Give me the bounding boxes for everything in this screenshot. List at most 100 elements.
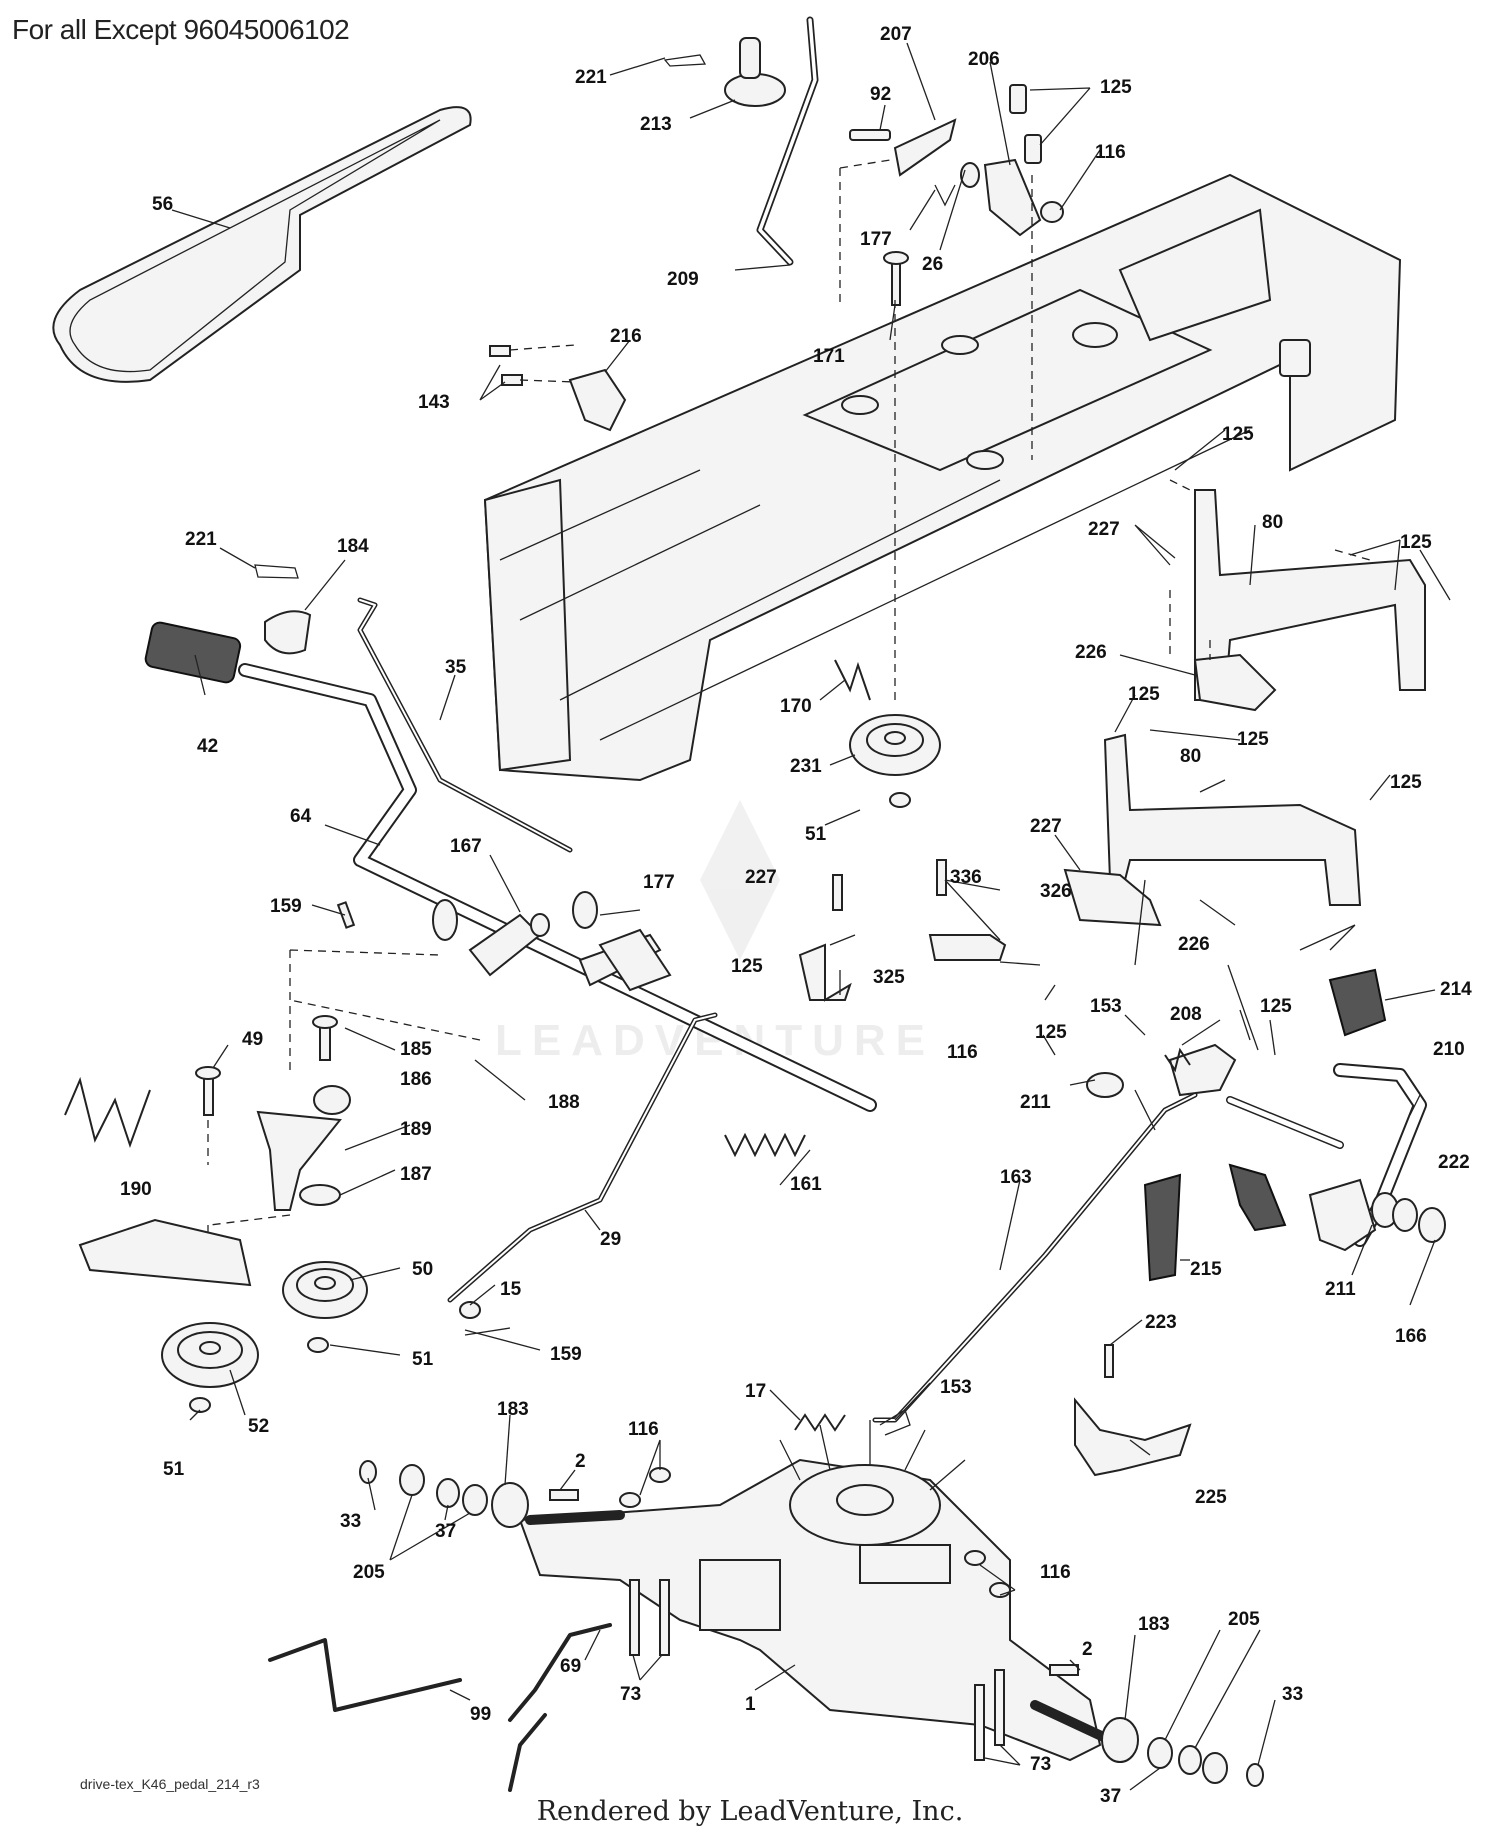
callout-125-d: 125 (1128, 684, 1160, 705)
callout-216: 216 (610, 326, 642, 347)
callout-170: 170 (780, 696, 812, 717)
frame-front-bracket (483, 478, 572, 772)
control-bracket-188 (432, 891, 672, 992)
callout-125-h: 125 (1260, 996, 1292, 1017)
callout-209: 209 (667, 269, 699, 290)
callout-92: 92 (870, 84, 891, 105)
callout-159: 159 (270, 896, 302, 917)
diagram-header-title: For all Except 96045006102 (12, 14, 350, 45)
callout-2-b: 2 (1082, 1639, 1093, 1660)
callout-116-b: 116 (947, 1042, 978, 1063)
callout-1: 1 (745, 1694, 756, 1715)
callout-207: 207 (880, 24, 912, 45)
bracket-80-lower (1103, 733, 1362, 906)
bracket-326 (928, 859, 1007, 961)
callout-227-b: 227 (1030, 816, 1062, 837)
callout-33-b: 33 (1282, 1684, 1303, 1705)
callout-226: 226 (1075, 642, 1107, 663)
callout-26: 26 (922, 254, 943, 275)
spring-17 (794, 1413, 846, 1432)
callout-99: 99 (470, 1704, 491, 1725)
callout-190: 190 (120, 1179, 152, 1200)
callout-33: 33 (340, 1511, 361, 1532)
grip-42 (144, 621, 242, 684)
pulley-52 (161, 1322, 259, 1413)
callout-187: 187 (400, 1164, 432, 1185)
callout-227: 227 (1088, 519, 1120, 540)
hairpin-clip-221a (663, 54, 707, 67)
callout-215: 215 (1190, 1259, 1222, 1280)
callout-214: 214 (1440, 979, 1472, 1000)
pulley-50 (282, 1261, 368, 1353)
hairpin-clip-221b (254, 564, 299, 579)
callout-52: 52 (248, 1416, 269, 1437)
callout-183-b: 183 (1138, 1614, 1170, 1635)
callout-51: 51 (805, 824, 827, 845)
drawing-id: drive-tex_K46_pedal_214_r3 (80, 1776, 260, 1792)
bracket-226-upper (1193, 653, 1277, 712)
clip-153b (879, 1409, 911, 1436)
callout-167: 167 (450, 836, 482, 857)
callout-205: 205 (353, 1562, 385, 1583)
callout-325: 325 (873, 967, 905, 988)
callout-125-c: 125 (1400, 532, 1432, 553)
callout-69: 69 (560, 1656, 581, 1677)
callout-336: 336 (950, 867, 982, 888)
callout-161: 161 (790, 1174, 822, 1195)
bushings-211-222 (1371, 1192, 1446, 1243)
callout-222: 222 (1438, 1152, 1470, 1173)
callout-80: 80 (1262, 512, 1283, 533)
callout-225: 225 (1195, 1487, 1227, 1508)
callout-37: 37 (435, 1521, 456, 1542)
drive-belt (52, 106, 472, 383)
callout-50: 50 (412, 1259, 433, 1280)
callout-125-b: 125 (1222, 424, 1254, 445)
callout-184: 184 (337, 536, 369, 557)
callout-42: 42 (197, 736, 218, 757)
callout-143: 143 (418, 392, 450, 413)
transaxle-1 (518, 1420, 1115, 1762)
axle-hardware-left (359, 1460, 579, 1528)
bolts-73 (629, 1579, 1005, 1761)
pulley-231 (834, 659, 941, 808)
frame-assembly (483, 173, 1402, 782)
callout-125-g: 125 (731, 956, 763, 977)
pedal-pads-215 (1143, 1163, 1287, 1282)
callout-205-b: 205 (1228, 1609, 1260, 1630)
callout-17: 17 (745, 1381, 766, 1402)
callout-223: 223 (1145, 1312, 1177, 1333)
callout-166: 166 (1395, 1326, 1427, 1347)
belt-guide-190 (78, 1218, 252, 1287)
callout-177: 177 (860, 229, 892, 250)
callout-210: 210 (1433, 1039, 1465, 1060)
callout-56: 56 (152, 194, 173, 215)
callout-231: 231 (790, 756, 822, 777)
cotter-159a (336, 901, 356, 929)
callout-125-f: 125 (1390, 772, 1422, 793)
callout-153: 153 (1090, 996, 1122, 1017)
callout-73: 73 (620, 1684, 641, 1705)
callout-15: 15 (500, 1279, 522, 1300)
spring-161 (724, 1132, 806, 1158)
shift-knob (724, 37, 786, 107)
callout-221-b: 221 (185, 529, 217, 550)
knob-184 (264, 610, 312, 655)
callout-125-i: 125 (1035, 1022, 1067, 1043)
callout-125-e: 125 (1237, 729, 1269, 750)
shift-lever (756, 16, 819, 266)
guard-225 (1074, 1344, 1192, 1477)
callout-51-b: 51 (412, 1349, 434, 1370)
callout-326: 326 (1040, 881, 1072, 902)
carriage-bolt-171 (883, 251, 909, 306)
callout-206: 206 (968, 49, 1000, 70)
bypass-rods-99 (268, 1623, 612, 1792)
callout-221: 221 (575, 67, 607, 88)
callout-163: 163 (1000, 1167, 1032, 1188)
callout-49: 49 (242, 1029, 263, 1050)
spring-190 (64, 1076, 151, 1149)
callout-208: 208 (1170, 1004, 1202, 1025)
footer-credit: Rendered by LeadVenture, Inc. (536, 1796, 964, 1827)
pedal-pad-214 (1328, 968, 1387, 1037)
callout-116-c: 116 (628, 1419, 659, 1440)
